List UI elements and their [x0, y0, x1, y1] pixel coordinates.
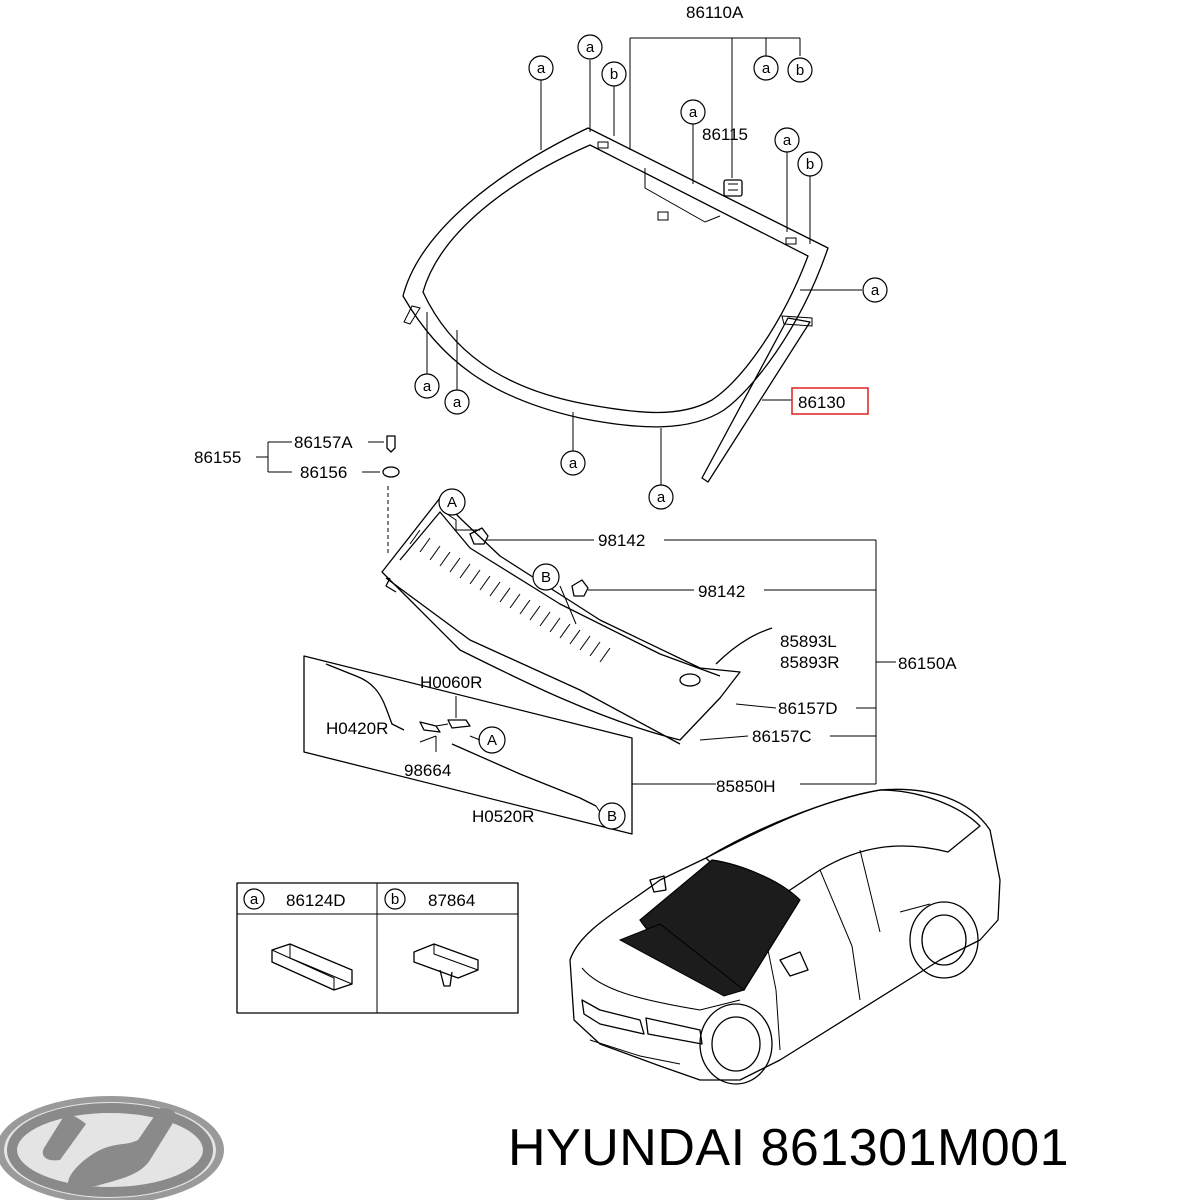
svg-text:a: a [762, 60, 771, 77]
marker-a-2: a [577, 34, 603, 60]
hyundai-logo-icon [0, 1096, 224, 1200]
svg-text:a: a [657, 489, 666, 506]
callout-98142-a: 98142 [598, 531, 645, 550]
callout-86155: 86155 [194, 448, 241, 467]
svg-text:A: A [487, 732, 497, 749]
marker-A-2: A [478, 726, 506, 754]
hose-assembly-box [303, 655, 716, 835]
callout-86130: 86130 [798, 393, 845, 412]
marker-a-4: a [680, 99, 706, 125]
marker-a-7: a [414, 373, 440, 399]
svg-text:a: a [537, 60, 546, 77]
sensor-bracket [723, 179, 743, 197]
svg-text:a: a [871, 282, 880, 299]
callout-86157A: 86157A [294, 433, 353, 452]
top-callout-leads: 86110A [426, 3, 862, 486]
hose-leads [419, 696, 601, 813]
legend-part-87864: 87864 [428, 891, 475, 910]
legend-part-86124D: 86124D [286, 891, 346, 910]
callout-85893R: 85893R [780, 653, 840, 672]
cowl-callout-leads [443, 511, 896, 785]
legend-table: a 86124D b 87864 [236, 882, 519, 1014]
callout-86150A: 86150A [898, 654, 957, 673]
callout-H0420R: H0420R [326, 719, 388, 738]
svg-text:a: a [783, 132, 792, 149]
svg-text:b: b [610, 66, 618, 83]
callout-H0520R: H0520R [472, 807, 534, 826]
callout-86156: 86156 [300, 463, 347, 482]
marker-a-1: a [528, 55, 554, 81]
marker-a-10: a [648, 484, 674, 510]
svg-text:a: a [586, 39, 595, 56]
windshield-glass [402, 127, 829, 428]
svg-text:b: b [796, 62, 804, 79]
callout-H0060R: H0060R [420, 673, 482, 692]
callout-86115: 86115 [702, 125, 748, 144]
callout-98142-b: 98142 [698, 582, 745, 601]
marker-a-9: a [560, 450, 586, 476]
svg-text:a: a [453, 394, 462, 411]
moulding-strip [701, 315, 813, 483]
callout-85893L: 85893L [780, 632, 837, 651]
marker-B-1: B [532, 563, 560, 591]
callout-86110A: 86110A [686, 3, 744, 22]
svg-text:a: a [423, 378, 432, 395]
svg-text:a: a [689, 104, 698, 121]
marker-b-3: b [797, 151, 823, 177]
svg-text:A: A [447, 494, 457, 511]
svg-text:b: b [806, 156, 814, 173]
callout-98664: 98664 [404, 761, 451, 780]
pad-left [403, 305, 421, 325]
svg-text:B: B [607, 808, 617, 825]
legend-marker-b: b [391, 891, 399, 908]
washer-hose-85893 [715, 627, 773, 665]
marker-b-1: b [601, 61, 627, 87]
cowl-panel [381, 497, 741, 745]
marker-b-2: b [787, 57, 813, 83]
marker-a-6: a [862, 277, 888, 303]
callout-85850H: 85850H [716, 777, 776, 796]
svg-text:a: a [569, 455, 578, 472]
callout-86130-box: 86130 [791, 387, 869, 415]
car-illustration [569, 788, 1001, 1085]
marker-A-1: A [438, 488, 466, 516]
marker-a-3: a [753, 55, 779, 81]
callout-86157C: 86157C [752, 727, 812, 746]
callout-86157D: 86157D [778, 699, 838, 718]
part-number-caption: HYUNDAI 861301M001 [508, 1119, 1070, 1177]
svg-text:B: B [541, 569, 551, 586]
clip-group-86155: 86155 86157A 86156 [194, 433, 400, 556]
legend-marker-a: a [250, 891, 259, 908]
grommet-98142-b [571, 579, 589, 597]
marker-a-5: a [774, 127, 800, 153]
marker-B-2: B [598, 802, 626, 830]
marker-a-8: a [444, 389, 470, 415]
